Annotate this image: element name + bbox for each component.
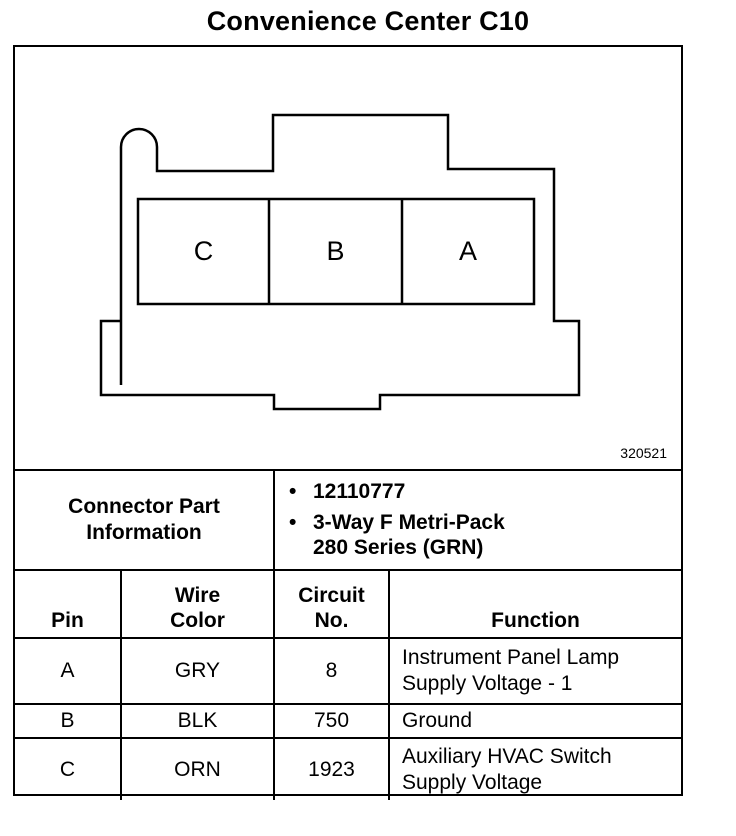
pin-cell: A xyxy=(15,637,122,705)
header-text: Function xyxy=(491,609,580,632)
function-cell: Ground xyxy=(388,703,681,739)
table-row: A GRY 8 Instrument Panel Lamp Supply Vol… xyxy=(15,637,681,705)
pin-cell: B xyxy=(15,703,122,739)
header-text: Color xyxy=(170,609,225,632)
part-description-line: 3-Way F Metri-Pack xyxy=(313,511,505,534)
part-info-row: Connector Part Information • 12110777 • … xyxy=(15,469,681,571)
wire-color-cell: ORN xyxy=(120,737,275,800)
bullet-icon: • xyxy=(289,480,297,503)
function-text: Supply Voltage - 1 xyxy=(402,672,573,695)
function-text: Instrument Panel Lamp xyxy=(402,646,620,669)
cavity-c-label: C xyxy=(193,236,214,266)
connector-diagram: C B A 320521 xyxy=(15,47,681,469)
pin-column-header: Pin xyxy=(15,569,122,639)
table-row: B BLK 750 Ground xyxy=(15,703,681,739)
header-text: Wire xyxy=(174,584,221,607)
part-number: 12110777 xyxy=(313,480,406,503)
reference-number: 320521 xyxy=(620,445,667,461)
header-text: Pin xyxy=(51,609,84,632)
part-info-label-line: Information xyxy=(86,521,202,544)
function-column-header: Function xyxy=(388,569,681,639)
pin-cell: C xyxy=(15,737,122,800)
part-info-list: • 12110777 • 3-Way F Metri-Pack 280 Seri… xyxy=(273,469,681,571)
table-row: C ORN 1923 Auxiliary HVAC Switch Supply … xyxy=(15,737,681,800)
circuit-cell: 750 xyxy=(273,703,390,739)
bullet-icon: • xyxy=(289,511,297,534)
page-title: Convenience Center C10 xyxy=(206,6,530,36)
wire-color-cell: BLK xyxy=(120,703,275,739)
header-text: No. xyxy=(314,609,349,632)
part-number-item: • 12110777 xyxy=(289,479,681,504)
part-description-line: 280 Series (GRN) xyxy=(313,536,484,559)
wire-color-column-header: Wire Color xyxy=(120,569,275,639)
circuit-cell: 8 xyxy=(273,637,390,705)
column-header-row: Pin Wire Color Circuit No. Function xyxy=(15,569,681,639)
circuit-column-header: Circuit No. xyxy=(273,569,390,639)
connector-frame: C B A 320521 Connector Part Information … xyxy=(13,45,683,800)
header-text: Circuit xyxy=(298,584,365,607)
part-description-item: • 3-Way F Metri-Pack 280 Series (GRN) xyxy=(289,510,681,560)
connector-outline xyxy=(99,113,581,411)
part-info-label: Connector Part Information xyxy=(15,469,275,571)
connector-table: Connector Part Information • 12110777 • … xyxy=(15,469,681,800)
function-cell: Instrument Panel Lamp Supply Voltage - 1 xyxy=(388,637,681,705)
function-cell: Auxiliary HVAC Switch Supply Voltage xyxy=(388,737,681,800)
cavity-b-label: B xyxy=(326,236,345,266)
circuit-cell: 1923 xyxy=(273,737,390,800)
function-text: Supply Voltage xyxy=(402,770,543,794)
cavity-a-label: A xyxy=(458,236,477,266)
function-text: Auxiliary HVAC Switch xyxy=(402,744,612,768)
part-info-label-line: Connector Part xyxy=(68,495,220,518)
wire-color-cell: GRY xyxy=(120,637,275,705)
function-text: Ground xyxy=(402,709,473,732)
